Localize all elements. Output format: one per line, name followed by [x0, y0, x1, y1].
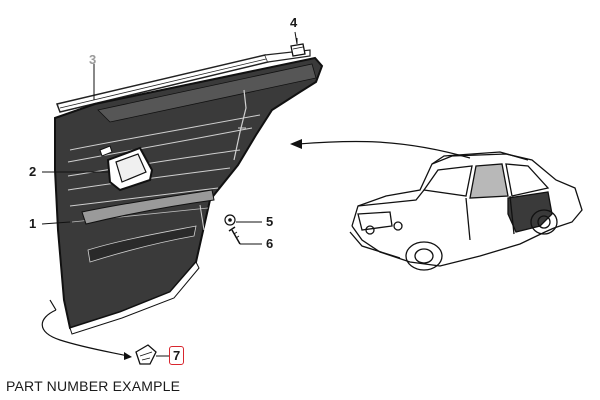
callout-5: 5: [266, 214, 274, 229]
callout-2: 2: [29, 164, 37, 179]
caption: PART NUMBER EXAMPLE: [6, 378, 181, 394]
washer: [224, 214, 236, 226]
retaining-clip: [290, 38, 306, 57]
callout-3: 3: [89, 52, 97, 67]
callout-7-highlighted[interactable]: 7: [169, 346, 185, 365]
door-trim-panel: [54, 56, 324, 335]
car-illustration: [349, 151, 583, 271]
callout-1: 1: [29, 216, 37, 231]
panel-clip: [135, 344, 157, 365]
location-arrow: [290, 139, 471, 159]
leader-lines: [41, 31, 298, 357]
callout-6: 6: [266, 236, 274, 251]
clip-location-arrow: [41, 299, 132, 360]
screw: [228, 226, 241, 245]
handle-bezel: [99, 145, 154, 192]
callout-4: 4: [290, 15, 298, 30]
